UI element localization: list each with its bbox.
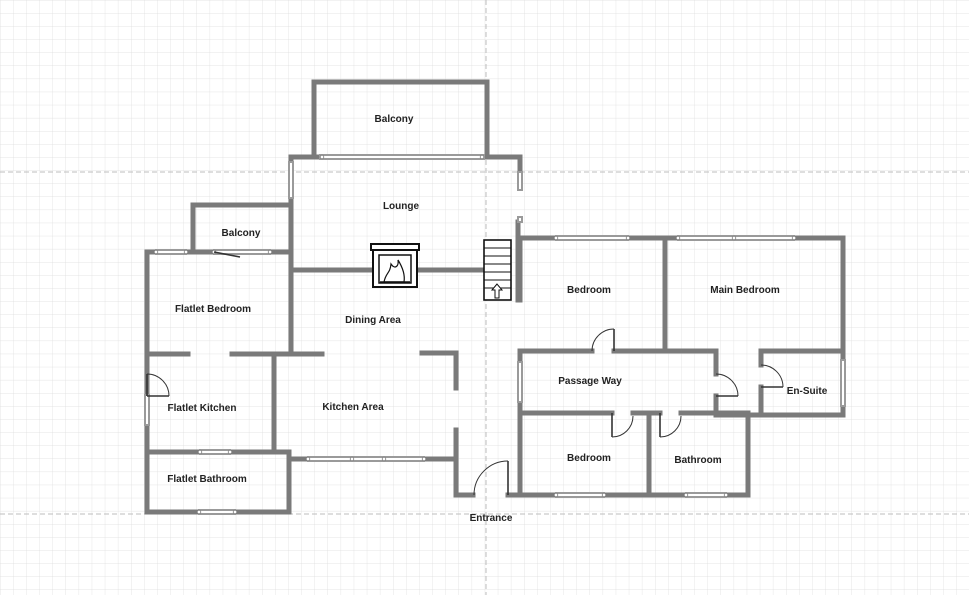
window-flatlet-bedroom: [155, 249, 187, 255]
room-label-balcony-left: Balcony: [222, 228, 261, 239]
room-label-flatlet-bathroom: Flatlet Bathroom: [167, 474, 247, 485]
room-label-kitchen-area: Kitchen Area: [322, 402, 384, 413]
window-bedroom-2: [555, 492, 605, 498]
room-labels: Balcony Lounge Balcony Flatlet Bedroom D…: [167, 114, 827, 524]
room-label-passage-way: Passage Way: [558, 376, 622, 387]
walls: [144, 79, 846, 515]
door-balcony-left: [213, 251, 241, 258]
door-bedroom-2: [611, 413, 634, 438]
door-en-suite: [760, 364, 784, 388]
room-label-lounge: Lounge: [383, 201, 420, 212]
door-flatlet-kitchen: [146, 373, 170, 397]
staircase-icon: [483, 239, 512, 301]
wall-kitchen-counter: [419, 350, 459, 391]
window-lounge-top: [319, 154, 485, 160]
door-bedroom-1: [591, 328, 615, 352]
wall-balcony-top: [311, 79, 490, 160]
wall-lower-rooms: [517, 410, 751, 498]
window-lounge-right: [517, 171, 523, 191]
fireplace-icon: [370, 243, 420, 288]
wall-balcony-left: [190, 202, 294, 356]
window-flatlet-kitchen-bottom: [199, 449, 231, 455]
wall-en-suite: [713, 348, 846, 418]
room-label-entrance: Entrance: [470, 513, 513, 524]
window-flatlet-kitchen: [144, 394, 150, 426]
door-passage-main: [715, 373, 739, 397]
room-label-en-suite: En-Suite: [787, 386, 828, 397]
door-entrance: [473, 460, 509, 496]
window-lounge-right-b: [517, 216, 523, 223]
window-flatlet-bathroom: [198, 509, 236, 515]
room-label-main-bedroom: Main Bedroom: [710, 285, 780, 296]
room-label-bedroom-2: Bedroom: [567, 453, 611, 464]
room-label-bathroom: Bathroom: [674, 455, 721, 466]
window-bedroom-1: [555, 235, 629, 241]
room-label-dining-area: Dining Area: [345, 315, 401, 326]
window-bathroom: [685, 492, 727, 498]
window-passage: [517, 361, 523, 403]
doors: [146, 251, 784, 496]
door-bathroom: [659, 413, 682, 438]
window-kitchen: [307, 456, 425, 462]
windows: [144, 154, 846, 515]
room-label-flatlet-bedroom: Flatlet Bedroom: [175, 304, 251, 315]
room-label-balcony-top: Balcony: [375, 114, 414, 125]
window-lounge-left: [288, 161, 294, 199]
window-en-suite: [840, 359, 846, 407]
room-label-bedroom-1: Bedroom: [567, 285, 611, 296]
room-label-flatlet-kitchen: Flatlet Kitchen: [168, 403, 237, 414]
